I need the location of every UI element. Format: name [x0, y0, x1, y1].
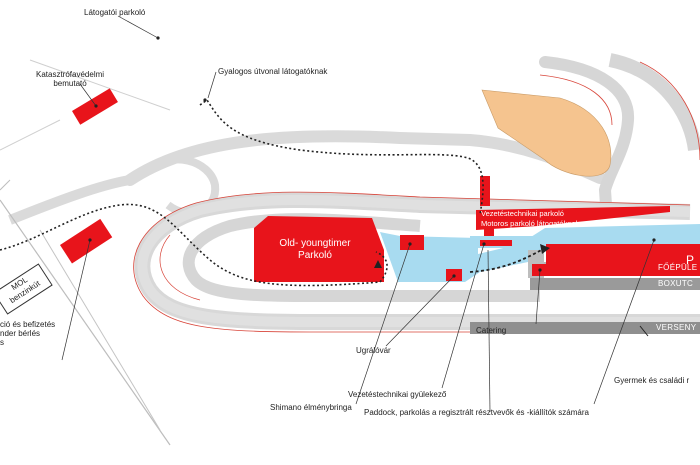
- label-big-zone-letter: P: [686, 253, 695, 267]
- label-old-youngtimer: Old- youngtimer Parkoló: [270, 238, 360, 261]
- label-old-youngtimer-line1: Old- youngtimer: [279, 238, 351, 249]
- label-katasztrofa: Katasztrófavédelmi bemutató: [36, 70, 104, 88]
- big-paddock-zone: [546, 244, 700, 276]
- label-vezetestechnikai-gyulekezo: Vezetéstechnikai gyülekező: [348, 390, 447, 399]
- label-foepulet: FŐÉPÜLE: [658, 263, 698, 272]
- boxutca-strip: [530, 278, 700, 290]
- vezetestechnikai-parkolo-zone: [476, 206, 670, 230]
- sand-area: [481, 89, 612, 177]
- approach-road: [8, 175, 131, 225]
- mid-small-zone: [484, 226, 494, 236]
- label-ugralovar: Ugrálóvár: [356, 346, 391, 355]
- label-vezetestechnikai-parkolo: Vezetéstechnikai parkoló: [481, 209, 564, 218]
- small-zone-1: [400, 235, 424, 250]
- label-paddock: Paddock, parkolás a regisztrált résztvev…: [364, 408, 589, 417]
- label-left-cut: ció és befizetés nder bérlés s: [0, 320, 55, 348]
- label-gyermek: Gyermek és családi r: [614, 376, 690, 385]
- label-gyalogos-utvonal: Gyalogos útvonal látogatóknak: [218, 67, 328, 76]
- pedestrian-route: [0, 203, 381, 287]
- label-catering: Catering: [476, 326, 507, 335]
- label-old-youngtimer-line2: Parkoló: [298, 249, 332, 261]
- label-latogatoi-parkolo: Látogatói parkoló: [84, 8, 146, 17]
- versenypalya-strip: [470, 322, 700, 334]
- mol-zone: [60, 218, 113, 264]
- label-boxutca: BOXUTC: [658, 279, 694, 288]
- label-katasztrofa-line1: Katasztrófavédelmi: [36, 70, 105, 79]
- label-left-cut-line1: ció és befizetés: [0, 320, 56, 329]
- label-motoros-parkolo: Motoros parkoló látogatóknak: [481, 219, 580, 228]
- old-youngtimer-zone: [254, 216, 384, 282]
- label-left-cut-line3: s: [0, 338, 4, 348]
- label-shimano: Shimano élménybringa: [270, 403, 352, 412]
- label-katasztrofa-line2: bemutató: [53, 79, 87, 89]
- right-track-curve: [539, 56, 635, 211]
- label-left-cut-line2: nder bérlés: [0, 329, 41, 339]
- vezetestechnikai-small: [480, 240, 512, 246]
- label-versenypalya: VERSENY: [656, 323, 697, 332]
